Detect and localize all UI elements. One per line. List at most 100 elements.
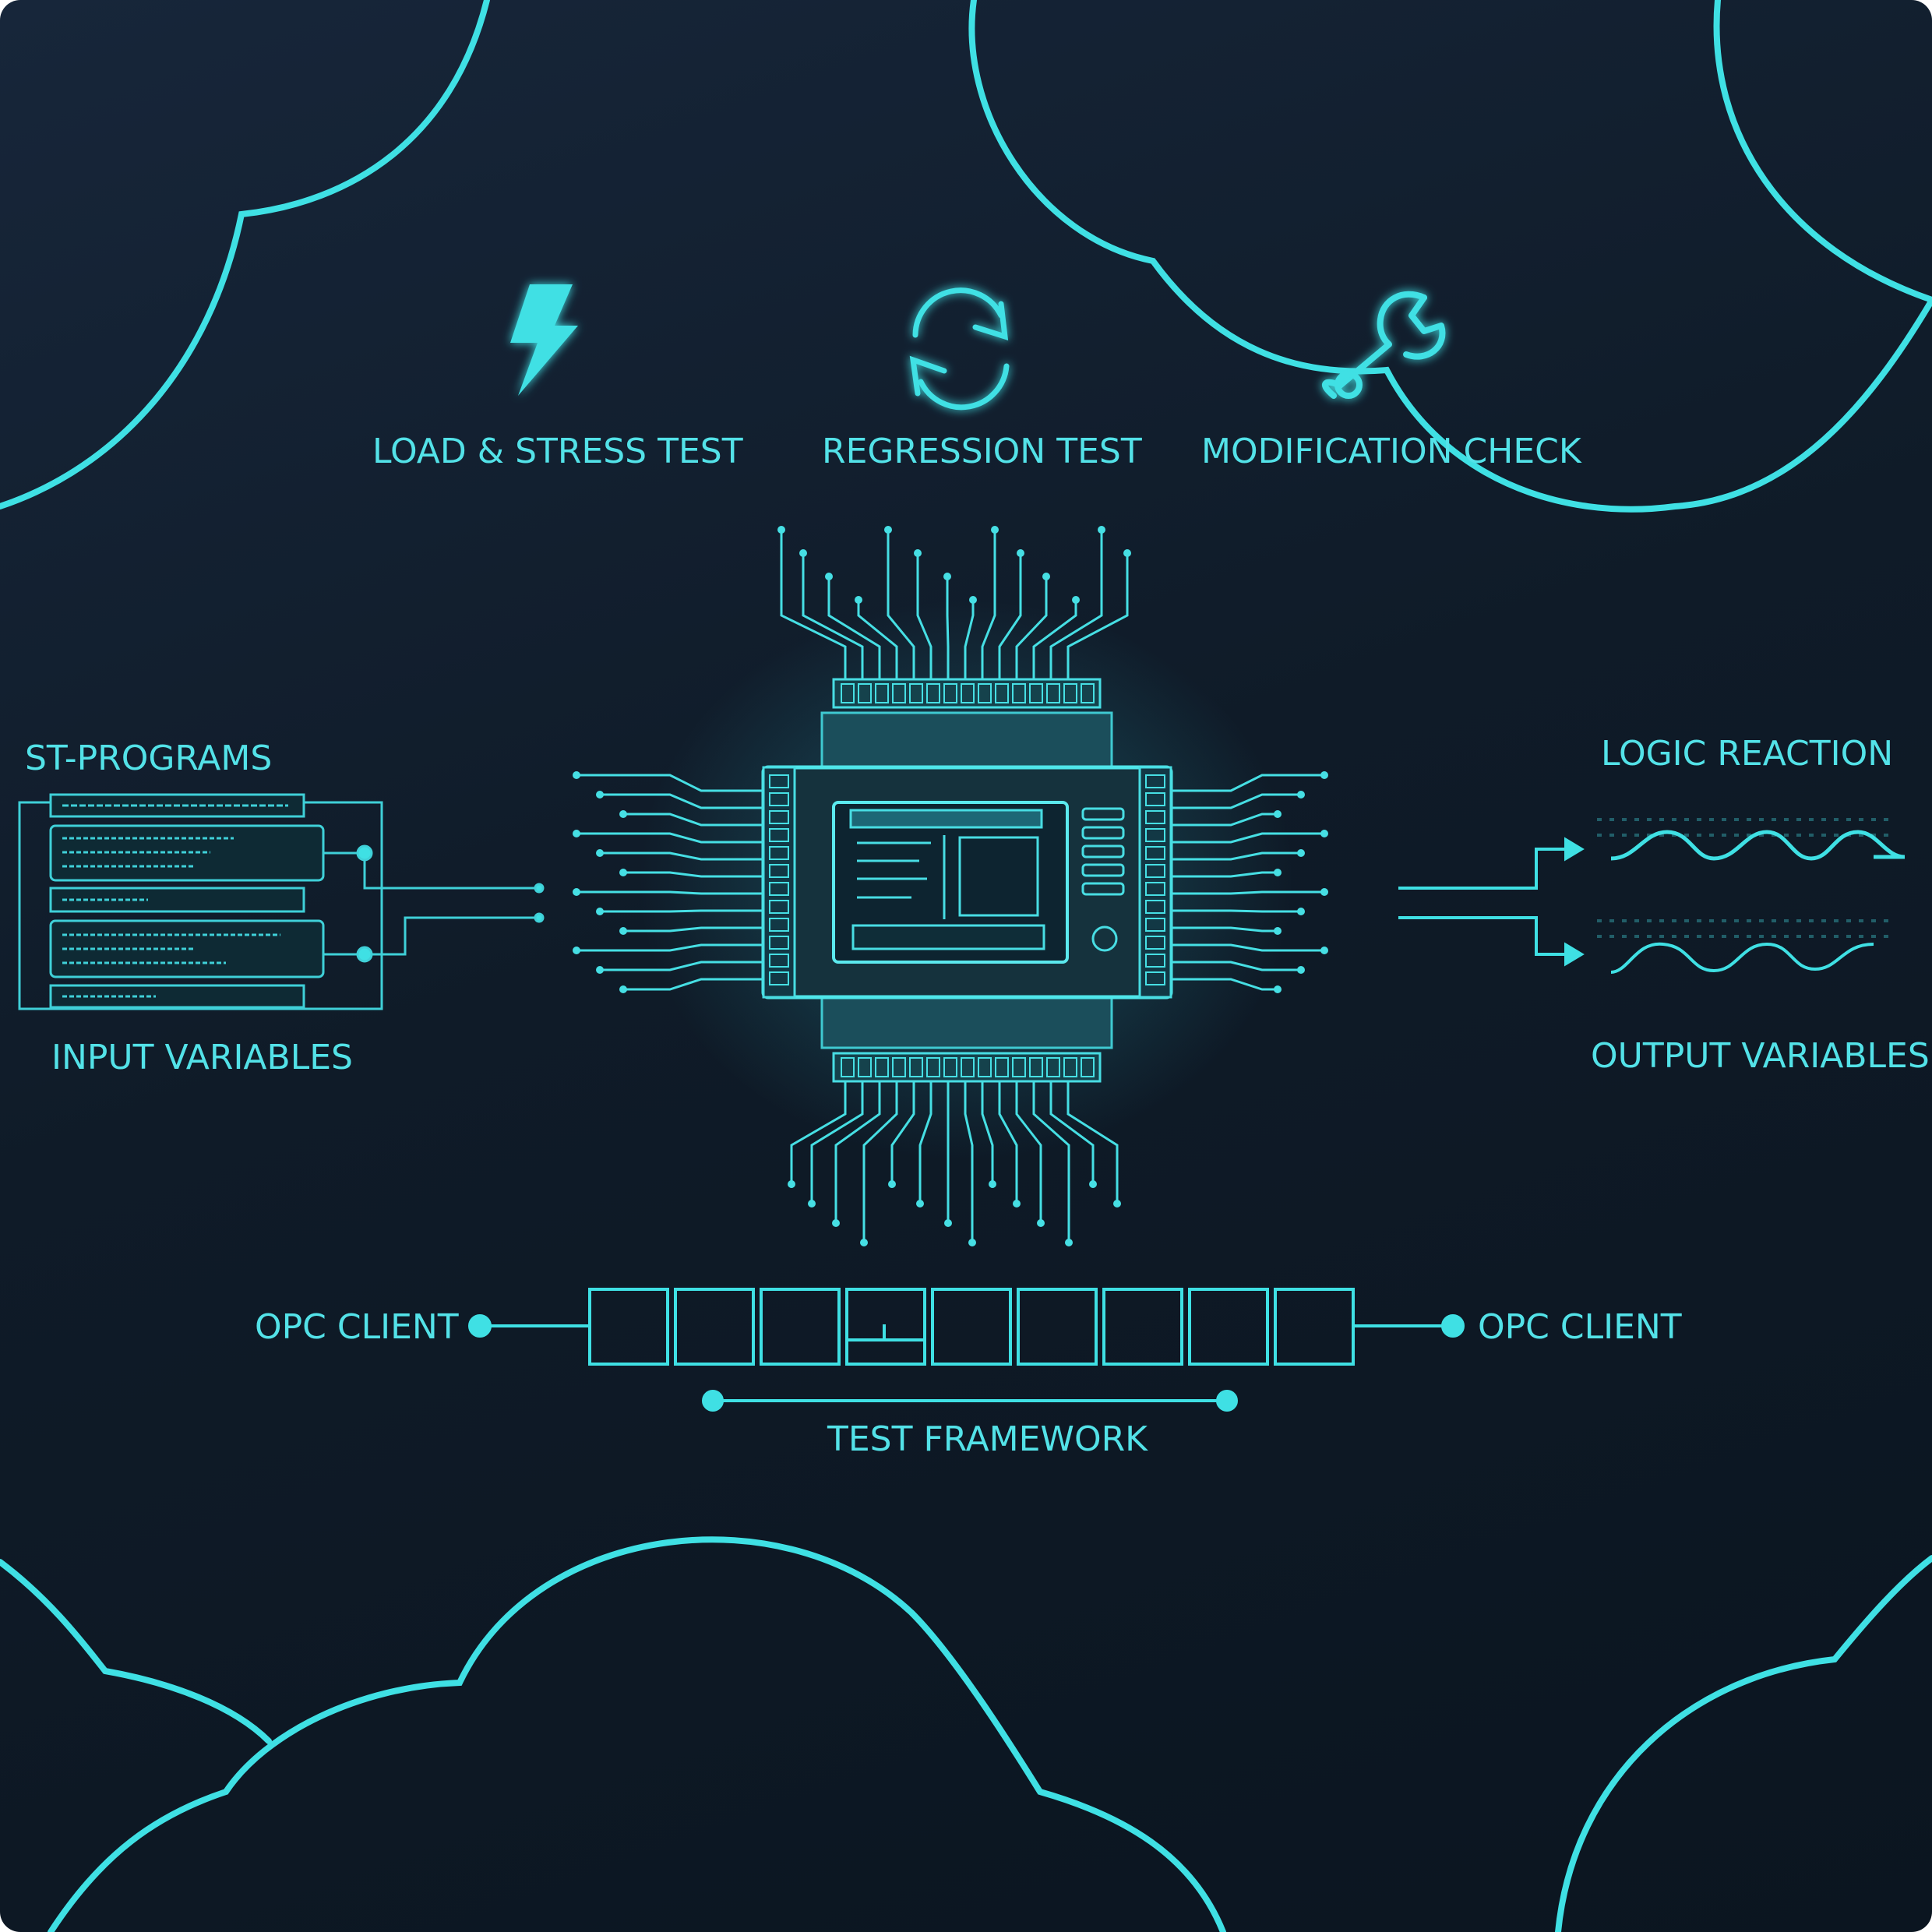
matrix-dot <box>1846 834 1851 837</box>
trace-node <box>1065 1239 1073 1246</box>
matrix-dot <box>1859 818 1863 821</box>
chip-pin <box>769 882 789 896</box>
matrix-dot <box>1796 935 1801 938</box>
chip-pin <box>769 792 789 806</box>
trace-node <box>808 1200 816 1208</box>
chip-pin <box>1145 971 1165 985</box>
matrix-dot <box>1697 919 1701 922</box>
trace-node <box>888 1180 896 1188</box>
st-programs-title: ST-PROGRAMS <box>25 739 272 778</box>
chip-pin <box>769 846 789 860</box>
top-trace <box>802 553 864 679</box>
trace-node <box>1089 1180 1097 1188</box>
input-variables-label: INPUT VARIABLES <box>51 1038 353 1077</box>
chip-pin <box>769 900 789 914</box>
left-trace <box>576 943 763 952</box>
chip-pin <box>1145 918 1165 932</box>
trace-node <box>596 791 604 799</box>
chip-pin <box>995 1057 1009 1077</box>
chip-pin <box>841 1057 855 1077</box>
chip-pin <box>769 971 789 985</box>
trace-node <box>944 1219 952 1227</box>
matrix-dot <box>1834 919 1839 922</box>
right-trace <box>1171 774 1324 792</box>
chip-pin <box>769 936 789 950</box>
matrix-dot <box>1796 818 1801 821</box>
matrix-dot <box>1634 935 1639 938</box>
right-trace <box>1171 851 1301 861</box>
cloud-bottom-left <box>0 1559 272 1744</box>
matrix-dot <box>1809 935 1814 938</box>
left-trace <box>623 978 763 991</box>
chip-pin <box>769 774 789 788</box>
wrench-icon <box>1321 291 1446 399</box>
chip-pin <box>1145 900 1165 914</box>
chip-pin <box>1029 1057 1043 1077</box>
trace-node <box>1274 927 1282 935</box>
bottom-trace <box>1066 1081 1119 1204</box>
trace-node <box>1274 985 1282 993</box>
chip-pin <box>1145 882 1165 896</box>
trace-node <box>914 549 922 557</box>
right-trace <box>1171 813 1278 827</box>
left-trace <box>576 832 763 844</box>
top-trace <box>964 600 975 679</box>
opc-client-right-label: OPC CLIENT <box>1478 1307 1682 1347</box>
matrix-dot <box>1709 935 1714 938</box>
chip-pin <box>1145 954 1165 968</box>
chip-pin <box>909 683 923 703</box>
bottom-trace <box>834 1081 881 1223</box>
trace-node <box>788 1180 795 1188</box>
top-trace <box>1049 530 1103 679</box>
matrix-dot <box>1784 834 1789 837</box>
matrix-dot <box>1597 818 1602 821</box>
matrix-dot <box>1622 935 1627 938</box>
cloud-top-right-outer <box>1713 0 1932 303</box>
chip-pin <box>875 683 889 703</box>
matrix-dot <box>1722 919 1726 922</box>
chip-pin <box>1145 792 1165 806</box>
chip-pin <box>769 828 789 842</box>
bottom-trace <box>1015 1081 1042 1223</box>
chip-traces <box>573 526 1328 1246</box>
trace-node <box>1320 888 1328 896</box>
matrix-dot <box>1821 818 1826 821</box>
matrix-dot <box>1622 834 1627 837</box>
matrix-dot <box>1734 935 1739 938</box>
top-trace <box>1032 600 1077 679</box>
matrix-dot <box>1672 834 1676 837</box>
matrix-dot <box>1597 834 1602 837</box>
matrix-dot <box>1747 834 1751 837</box>
matrix-dot <box>1821 834 1826 837</box>
matrix-dot <box>1659 818 1664 821</box>
trace-node <box>884 526 892 534</box>
trace-node <box>855 596 862 604</box>
matrix-dot <box>1684 919 1689 922</box>
chip-pin <box>926 1057 940 1077</box>
test-framework-label: TEST FRAMEWORK <box>827 1419 1148 1459</box>
matrix-dot <box>1647 919 1652 922</box>
chip-pin <box>858 683 872 703</box>
bottom-trace <box>981 1081 994 1184</box>
matrix-dot <box>1784 935 1789 938</box>
matrix-dot <box>1859 919 1863 922</box>
matrix-dot <box>1659 919 1664 922</box>
chip-pin <box>1145 864 1165 878</box>
matrix-dot <box>1772 834 1776 837</box>
matrix-dot <box>1634 919 1639 922</box>
trace-node <box>1297 849 1305 857</box>
trace-node <box>989 1180 996 1188</box>
chip-pin <box>769 918 789 932</box>
matrix-dot <box>1809 834 1814 837</box>
chip-pin <box>1081 683 1095 703</box>
opc-bus <box>468 1288 1465 1412</box>
trace-node <box>1274 810 1282 818</box>
trace-node <box>573 947 580 954</box>
matrix-dot <box>1597 919 1602 922</box>
lightning-bolt-icon <box>510 284 578 396</box>
chip-pin <box>769 864 789 878</box>
chip-pin <box>909 1057 923 1077</box>
matrix-dot <box>1634 834 1639 837</box>
top-trace <box>887 530 915 679</box>
